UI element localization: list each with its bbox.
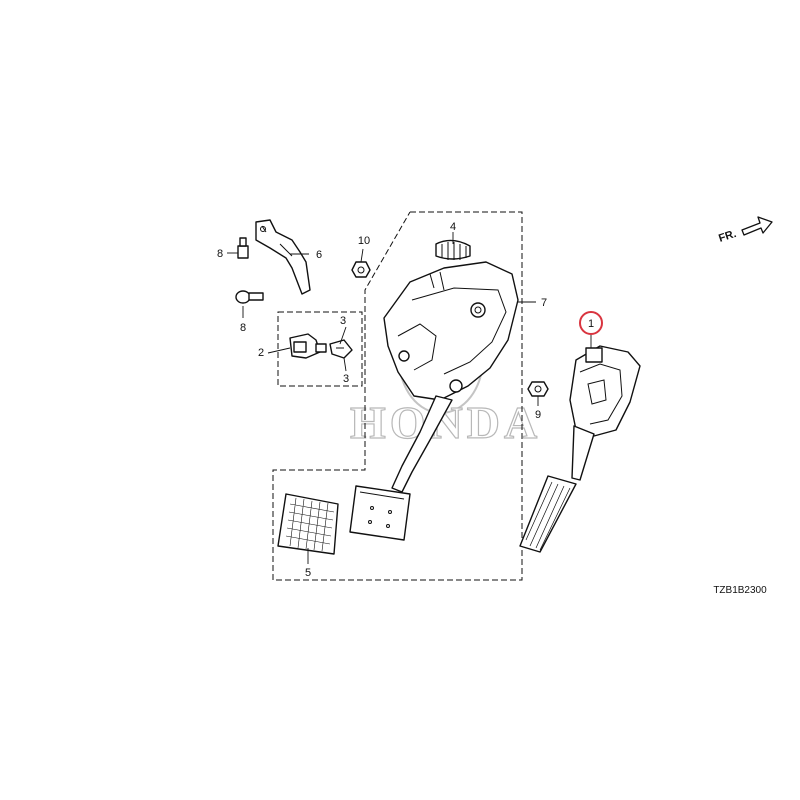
accelerator-pedal-part-1[interactable] (519, 345, 641, 553)
callout-4[interactable]: 4 (450, 221, 456, 233)
callout-8-upper[interactable]: 8 (217, 248, 223, 260)
callout-6[interactable]: 6 (316, 249, 322, 261)
nut-part-10[interactable] (351, 261, 371, 278)
leader-lines (227, 232, 592, 564)
assembly-boundary (272, 211, 523, 581)
callout-5[interactable]: 5 (305, 567, 311, 579)
switch-group-box (277, 311, 363, 387)
callout-10[interactable]: 10 (358, 235, 370, 247)
bolt-part-8-upper[interactable] (237, 237, 249, 259)
pedal-pad-part-5[interactable] (277, 493, 339, 555)
spring-part-4[interactable] (435, 239, 471, 260)
callout-1[interactable]: 1 (588, 318, 594, 330)
switch-part-2[interactable] (289, 333, 327, 359)
bolt-part-8-lower[interactable] (235, 290, 264, 304)
callout-3-upper[interactable]: 3 (340, 315, 346, 327)
front-label: FR. (717, 228, 738, 245)
front-arrow-icon (741, 216, 773, 236)
clip-part-3[interactable] (329, 339, 353, 359)
callout-2[interactable]: 2 (258, 347, 264, 359)
brake-pedal-assembly-part-7[interactable] (383, 261, 519, 493)
reference-code: TZB1B2300 (713, 585, 767, 596)
front-direction-indicator: FR. (717, 216, 773, 245)
callout-3-lower[interactable]: 3 (343, 373, 349, 385)
callout-7[interactable]: 7 (541, 297, 547, 309)
callout-9[interactable]: 9 (535, 409, 541, 421)
brake-pedal-pad[interactable] (349, 485, 411, 541)
highlight-ring (579, 311, 603, 335)
nut-part-9[interactable] (527, 381, 549, 397)
bracket-part-6[interactable] (255, 219, 311, 295)
callout-labels: 1 2 3 3 4 5 6 7 8 8 9 10 (217, 221, 594, 579)
callout-8-lower[interactable]: 8 (240, 322, 246, 334)
